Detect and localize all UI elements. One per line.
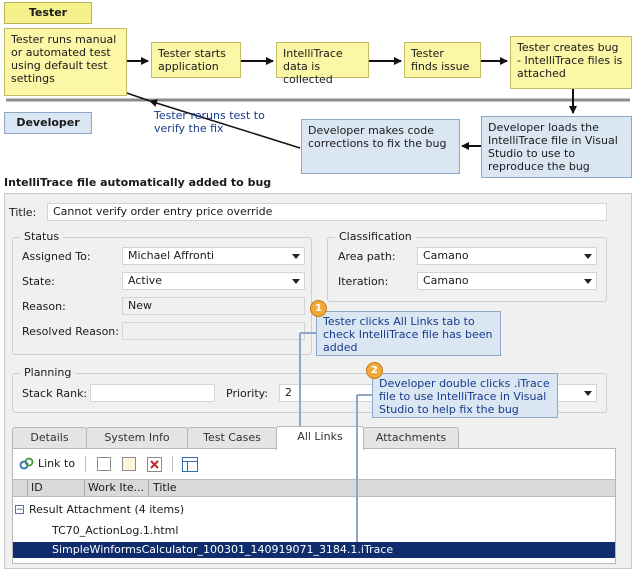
step-intellitrace-data-collected: IntelliTrace data is collected <box>276 42 369 86</box>
link-to-label: Link to <box>38 457 76 470</box>
chevron-down-icon <box>584 279 592 284</box>
iteration-label: Iteration: <box>338 275 389 288</box>
chevron-down-icon <box>584 391 592 396</box>
planning-heading: Planning <box>20 366 76 380</box>
step-tester-finds-issue: Tester finds issue <box>404 42 481 78</box>
callout-2-number: 2 <box>366 362 383 379</box>
edit-link-icon[interactable] <box>122 457 136 471</box>
tab-all-links[interactable]: All Links <box>276 426 364 450</box>
state-value: Active <box>128 274 163 287</box>
collapse-icon: − <box>16 505 24 515</box>
grid-header-divider <box>27 480 28 496</box>
developer-lane-label: Developer <box>4 112 92 134</box>
iteration-value: Camano <box>423 274 469 287</box>
reason-field[interactable]: New <box>122 297 305 315</box>
title-label: Title: <box>9 206 37 219</box>
assigned-to-dropdown[interactable]: Michael Affronti <box>122 247 305 265</box>
callout-1: Tester clicks All Links tab to check Int… <box>316 311 501 356</box>
grid-header-divider <box>84 480 85 496</box>
step-tester-creates-bug: Tester creates bug - IntelliTrace files … <box>510 36 632 89</box>
planning-group <box>12 373 607 413</box>
callout-2: Developer double clicks .iTrace file to … <box>372 373 558 418</box>
assigned-to-label: Assigned To: <box>22 250 91 263</box>
column-header-id[interactable]: ID <box>31 481 43 494</box>
table-row[interactable]: TC70_ActionLog.1.html <box>52 524 179 537</box>
state-label: State: <box>22 275 55 288</box>
new-linked-item-icon[interactable] <box>97 457 111 471</box>
area-path-value: Camano <box>423 249 469 262</box>
priority-label: Priority: <box>226 387 269 400</box>
step-tester-runs-test: Tester runs manual or automated test usi… <box>4 28 127 96</box>
chevron-down-icon <box>292 279 300 284</box>
section-caption: IntelliTrace file automatically added to… <box>4 176 272 189</box>
stack-rank-input[interactable] <box>90 384 215 402</box>
workflow-connectors <box>6 57 630 150</box>
delete-link-icon[interactable] <box>147 457 162 472</box>
toolbar-separator <box>85 456 86 472</box>
area-path-label: Area path: <box>338 250 396 263</box>
title-input[interactable]: Cannot verify order entry price override <box>47 203 607 221</box>
step-developer-makes-corrections: Developer makes code corrections to fix … <box>301 119 460 174</box>
group-toggle-button[interactable]: − <box>15 505 24 515</box>
links-grid-header <box>13 479 615 497</box>
classification-heading: Classification <box>335 230 416 244</box>
state-dropdown[interactable]: Active <box>122 272 305 290</box>
chevron-down-icon <box>584 254 592 259</box>
step-developer-loads-file: Developer loads the IntelliTrace file in… <box>481 116 632 178</box>
assigned-to-value: Michael Affronti <box>128 249 215 262</box>
resolved-reason-label: Resolved Reason: <box>22 325 119 338</box>
area-path-dropdown[interactable]: Camano <box>417 247 597 265</box>
tester-lane-label: Tester <box>4 2 92 24</box>
stack-rank-label: Stack Rank: <box>22 387 88 400</box>
callout-1-number: 1 <box>310 300 327 317</box>
link-to-button[interactable]: Link to <box>18 455 78 473</box>
tab-attachments[interactable]: Attachments <box>363 427 459 449</box>
tab-test-cases[interactable]: Test Cases <box>187 427 277 449</box>
grid-header-divider <box>148 480 149 496</box>
open-linked-items-icon[interactable] <box>182 457 198 472</box>
status-heading: Status <box>20 230 64 244</box>
step-tester-starts-application: Tester starts application <box>151 42 241 78</box>
table-row-selected[interactable] <box>13 542 615 558</box>
classification-group <box>327 237 607 302</box>
reason-label: Reason: <box>22 300 66 313</box>
toolbar-separator <box>172 456 173 472</box>
status-group <box>12 237 312 355</box>
resolved-reason-field[interactable] <box>122 322 305 340</box>
chevron-down-icon <box>292 254 300 259</box>
column-header-work-item-type[interactable]: Work Ite... <box>88 481 145 494</box>
tab-system-info[interactable]: System Info <box>86 427 188 449</box>
step-tester-reruns-test: Tester reruns test to verify the fix <box>154 109 265 135</box>
group-row-label: Result Attachment (4 items) <box>29 503 185 516</box>
table-row-label[interactable]: SimpleWinformsCalculator_100301_14091907… <box>52 543 394 556</box>
column-header-title[interactable]: Title <box>153 481 177 494</box>
link-icon <box>19 457 34 470</box>
iteration-dropdown[interactable]: Camano <box>417 272 597 290</box>
priority-value: 2 <box>285 386 292 399</box>
